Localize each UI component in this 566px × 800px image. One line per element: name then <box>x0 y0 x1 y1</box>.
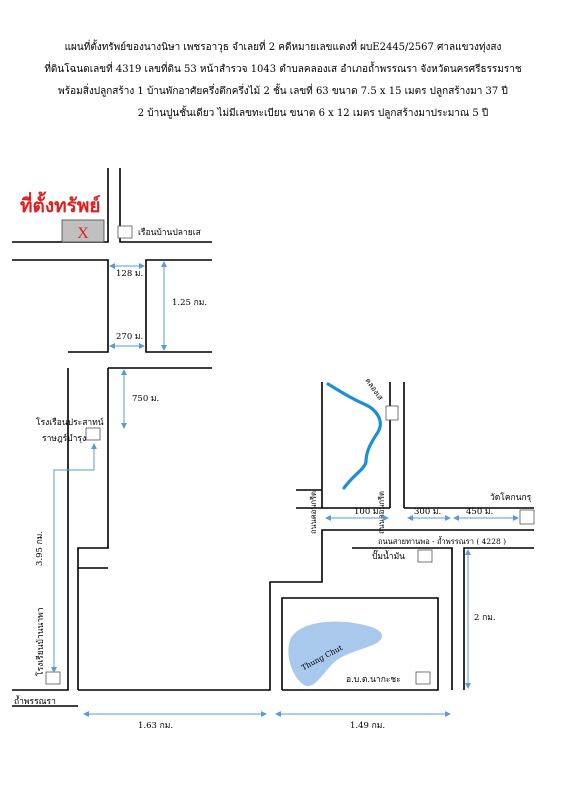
dim-163-label: 1.63 กม. <box>138 721 173 731</box>
canal-khlong-se <box>326 382 382 490</box>
property-marker-x: X <box>77 225 89 242</box>
road-bottom-right-2 <box>463 547 534 690</box>
landmark-wat-box <box>519 509 535 525</box>
label-school-prasan: โรงเรือนประสาทน์ <box>36 417 104 428</box>
dim-128-label: 128 ม. <box>116 269 143 279</box>
road-top-lower-right <box>145 259 212 353</box>
label-concrete-road-left: ถนนคอนกรีต <box>309 491 318 534</box>
header-line-1: แผนที่ตั้งทรัพย์ของนางนิษา เพชรอาวุธ จำเ… <box>64 42 502 53</box>
pond-thung-chut <box>288 621 382 687</box>
road-bottom-inner <box>281 597 439 691</box>
label-tham-phannara: ถ้ำพรรณรา <box>14 695 56 707</box>
landmark-canal-box <box>385 405 399 421</box>
landmark-abt-box <box>415 671 431 685</box>
dim-100-label: 100 ม. <box>354 507 381 517</box>
dim-750-label: 750 ม. <box>132 394 159 404</box>
label-concrete-road-right: ถนนคอนกรีต <box>377 491 386 534</box>
label-house-near: เรือนบ้านปลายเส <box>138 227 202 238</box>
road-long-vertical-right <box>77 368 109 690</box>
label-wat: วัดโคกนกรุ <box>490 492 532 503</box>
landmark-gas-station-box <box>417 549 433 563</box>
road-bottom-right <box>352 547 453 690</box>
header-line-3: พร้อมสิ่งปลูกสร้าง 1 บ้านพักอาศัยครึ่งตึ… <box>58 86 508 97</box>
header-line-4: 2 บ้านปูนชั้นเดียว ไม่มีเลขทะเบียน ขนาด … <box>137 108 489 119</box>
label-abt: อ.บ.ต.นากะชะ <box>346 675 401 685</box>
landmark-school-bannapa-box <box>45 671 61 685</box>
dim-2km-label: 2 กม. <box>474 613 496 623</box>
landmark-school-prasan-box <box>85 427 101 441</box>
dim-450-label: 450 ม. <box>466 507 493 517</box>
header-line-2: ที่ดินโฉนดเลขที่ 4319 เลขที่ดิน 53 หน้าส… <box>44 64 522 75</box>
property-marker-box <box>61 219 105 243</box>
label-gas-station: ปั๊มน้ำมัน <box>372 549 405 562</box>
road-top-upper <box>12 168 109 243</box>
dim-149-label: 1.49 กม. <box>350 721 385 731</box>
dimension-lines: 128 ม. 270 ม. 1.25 กม. 750 ม. 3.95 กม. 1… <box>35 261 519 731</box>
property-title: ที่ตั้งทรัพย์ <box>20 191 101 217</box>
dim-270-label: 270 ม. <box>116 332 143 342</box>
road-top-lower <box>12 259 109 353</box>
dim-395-label: 3.95 กม. <box>35 531 45 566</box>
dim-125-label: 1.25 กม. <box>172 298 207 308</box>
label-school-bannapa: โรงเรียนบ้านนาพา <box>35 608 46 676</box>
landmark-house-box <box>117 225 133 239</box>
dim-395 <box>51 443 97 673</box>
label-main-road: ถนนสายทานพอ - ถ้ำพรรณรา ( 4228 ) <box>378 536 506 546</box>
road-network <box>12 168 534 707</box>
label-school-prasan-2: ราษฎร์บำรุง <box>42 433 86 444</box>
road-bottom-main <box>78 529 534 691</box>
label-canal: คลองเส <box>363 376 385 402</box>
road-top-upper-right <box>119 168 212 243</box>
dim-300-label: 300 ม. <box>414 507 441 517</box>
